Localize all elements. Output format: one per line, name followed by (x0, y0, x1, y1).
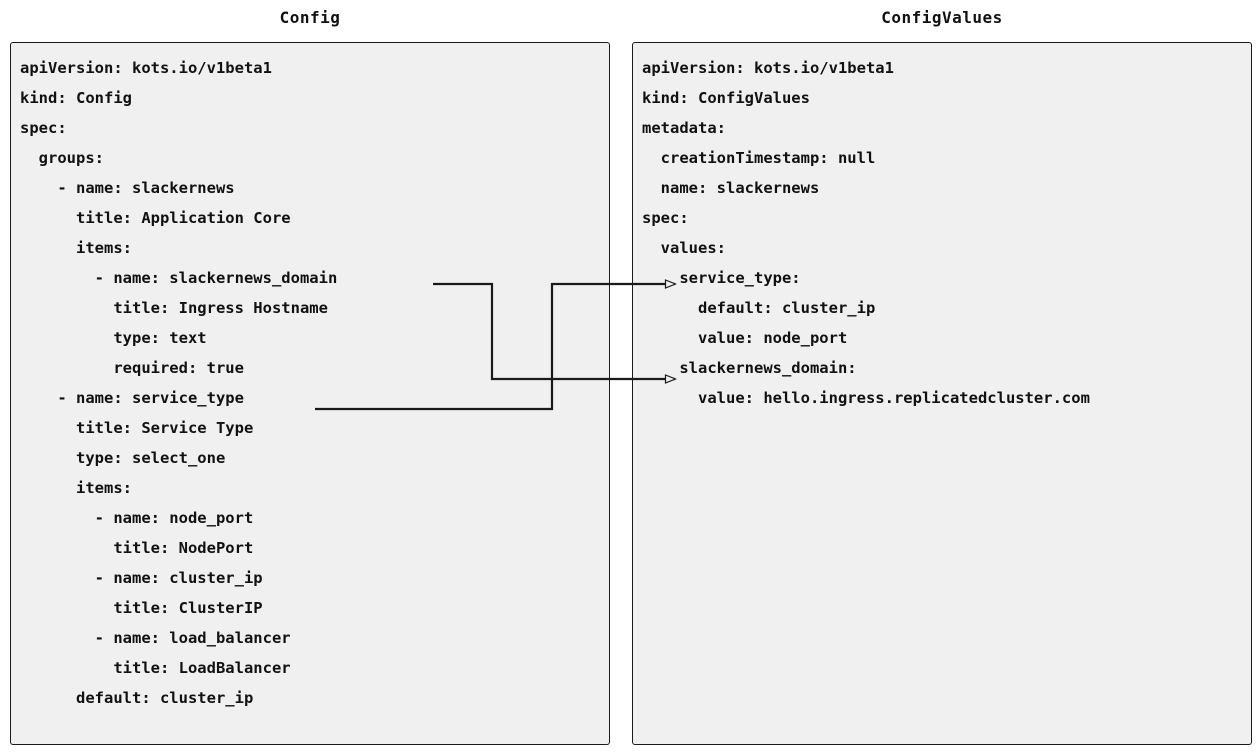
yaml-line: title: LoadBalancer (20, 659, 291, 677)
yaml-line: - name: service_type (20, 389, 244, 407)
yaml-line: default: cluster_ip (642, 299, 876, 317)
configvalues-yaml-panel: apiVersion: kots.io/v1beta1 kind: ConfigV… (632, 42, 1252, 745)
yaml-line: values: (642, 239, 726, 257)
yaml-line: spec: (20, 119, 67, 137)
yaml-line: value: hello.ingress.replicatedcluster.c… (642, 389, 1090, 407)
yaml-line: groups: (20, 149, 104, 167)
yaml-line: spec: (642, 209, 689, 227)
yaml-line: required: true (20, 359, 244, 377)
yaml-line: creationTimestamp: null (642, 149, 876, 167)
page-title-config: Config (279, 8, 341, 27)
yaml-line: items: (20, 239, 132, 257)
yaml-line: title: Service Type (20, 419, 254, 437)
yaml-line: value: node_port (642, 329, 848, 347)
yaml-line: service_type: (642, 269, 801, 287)
configvalues-yaml-text: apiVersion: kots.io/v1beta1 kind: ConfigV… (642, 53, 1247, 413)
yaml-line: apiVersion: kots.io/v1beta1 (642, 59, 894, 77)
config-yaml-panel: apiVersion: kots.io/v1beta1 kind: Config s… (10, 42, 610, 745)
yaml-line: - name: cluster_ip (20, 569, 263, 587)
yaml-line: title: Application Core (20, 209, 291, 227)
yaml-line: - name: load_balancer (20, 629, 291, 647)
yaml-line: default: cluster_ip (20, 689, 254, 707)
yaml-line: type: text (20, 329, 207, 347)
yaml-line: name: slackernews (642, 179, 820, 197)
yaml-line: apiVersion: kots.io/v1beta1 (20, 59, 272, 77)
yaml-line: title: Ingress Hostname (20, 299, 328, 317)
yaml-line: - name: node_port (20, 509, 254, 527)
yaml-line: type: select_one (20, 449, 226, 467)
yaml-line: title: ClusterIP (20, 599, 263, 617)
yaml-line: title: NodePort (20, 539, 254, 557)
yaml-line: kind: ConfigValues (642, 89, 810, 107)
yaml-line: metadata: (642, 119, 726, 137)
yaml-line: items: (20, 479, 132, 497)
yaml-line: - name: slackernews_domain (20, 269, 338, 287)
yaml-line: kind: Config (20, 89, 132, 107)
yaml-line: slackernews_domain: (642, 359, 857, 377)
page-title-configvalues: ConfigValues (881, 8, 1003, 27)
config-yaml-text: apiVersion: kots.io/v1beta1 kind: Config s… (20, 53, 605, 713)
yaml-line: - name: slackernews (20, 179, 235, 197)
